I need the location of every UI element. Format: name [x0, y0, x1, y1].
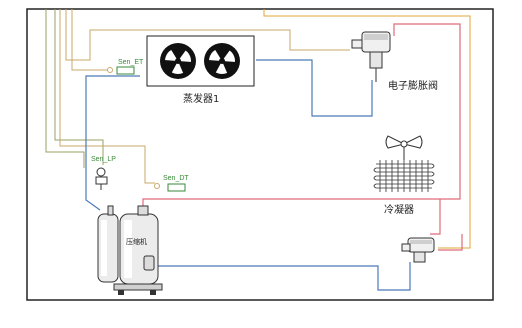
condenser-fan-icon: [385, 135, 423, 160]
expansion-valve-label: 电子膨胀阀: [388, 79, 438, 92]
wire-tan-valve: [65, 9, 350, 61]
fan-icon: [204, 43, 240, 79]
sen-dt-sensor: Sen_DT: [154, 175, 189, 192]
sen-lp-sensor: Sen_LP: [91, 156, 116, 190]
sen-et-sensor: Sen_ET: [107, 59, 144, 75]
evaporator-label: 蒸发器1: [183, 92, 219, 105]
wire-orange-right: [263, 9, 471, 249]
expansion-valve: 电子膨胀阀: [351, 31, 438, 92]
condenser-coil: [373, 160, 435, 192]
sen-et-label: Sen_ET: [118, 59, 144, 66]
pipe-evap-valve: [256, 59, 373, 117]
compressor-unit: 压缩机: [97, 205, 163, 295]
wire-tan-et: [71, 9, 108, 71]
temperature-sensor-icon: [116, 66, 135, 75]
fan-icon: [160, 43, 196, 79]
pipe-suction-main: [85, 75, 140, 211]
receiver-valve: [401, 237, 435, 263]
refrigerant-pipes: [85, 23, 463, 291]
wire-olive-lp: [54, 9, 104, 165]
pipe-discharge: [142, 23, 461, 210]
pipe-receiver-out: [438, 234, 463, 251]
pipe-cond-receiver: [430, 199, 441, 235]
sen-dt-label: Sen_DT: [163, 175, 189, 182]
pipe-liquid-bottom: [156, 262, 411, 291]
valve-icon: [351, 31, 391, 82]
condenser-label: 冷凝器: [384, 203, 414, 216]
condenser-unit: 冷凝器: [373, 135, 435, 216]
wire-olive-comp: [45, 9, 85, 168]
pressure-sensor-icon: [95, 167, 108, 190]
evaporator-unit: 蒸发器1: [146, 35, 255, 105]
temperature-sensor-icon: [167, 183, 186, 192]
valve-icon: [401, 237, 435, 263]
wire-tan-dt: [59, 9, 155, 184]
sen-lp-label: Sen_LP: [91, 156, 116, 163]
control-wires: [45, 9, 471, 249]
compressor-label: 压缩机: [126, 237, 147, 246]
